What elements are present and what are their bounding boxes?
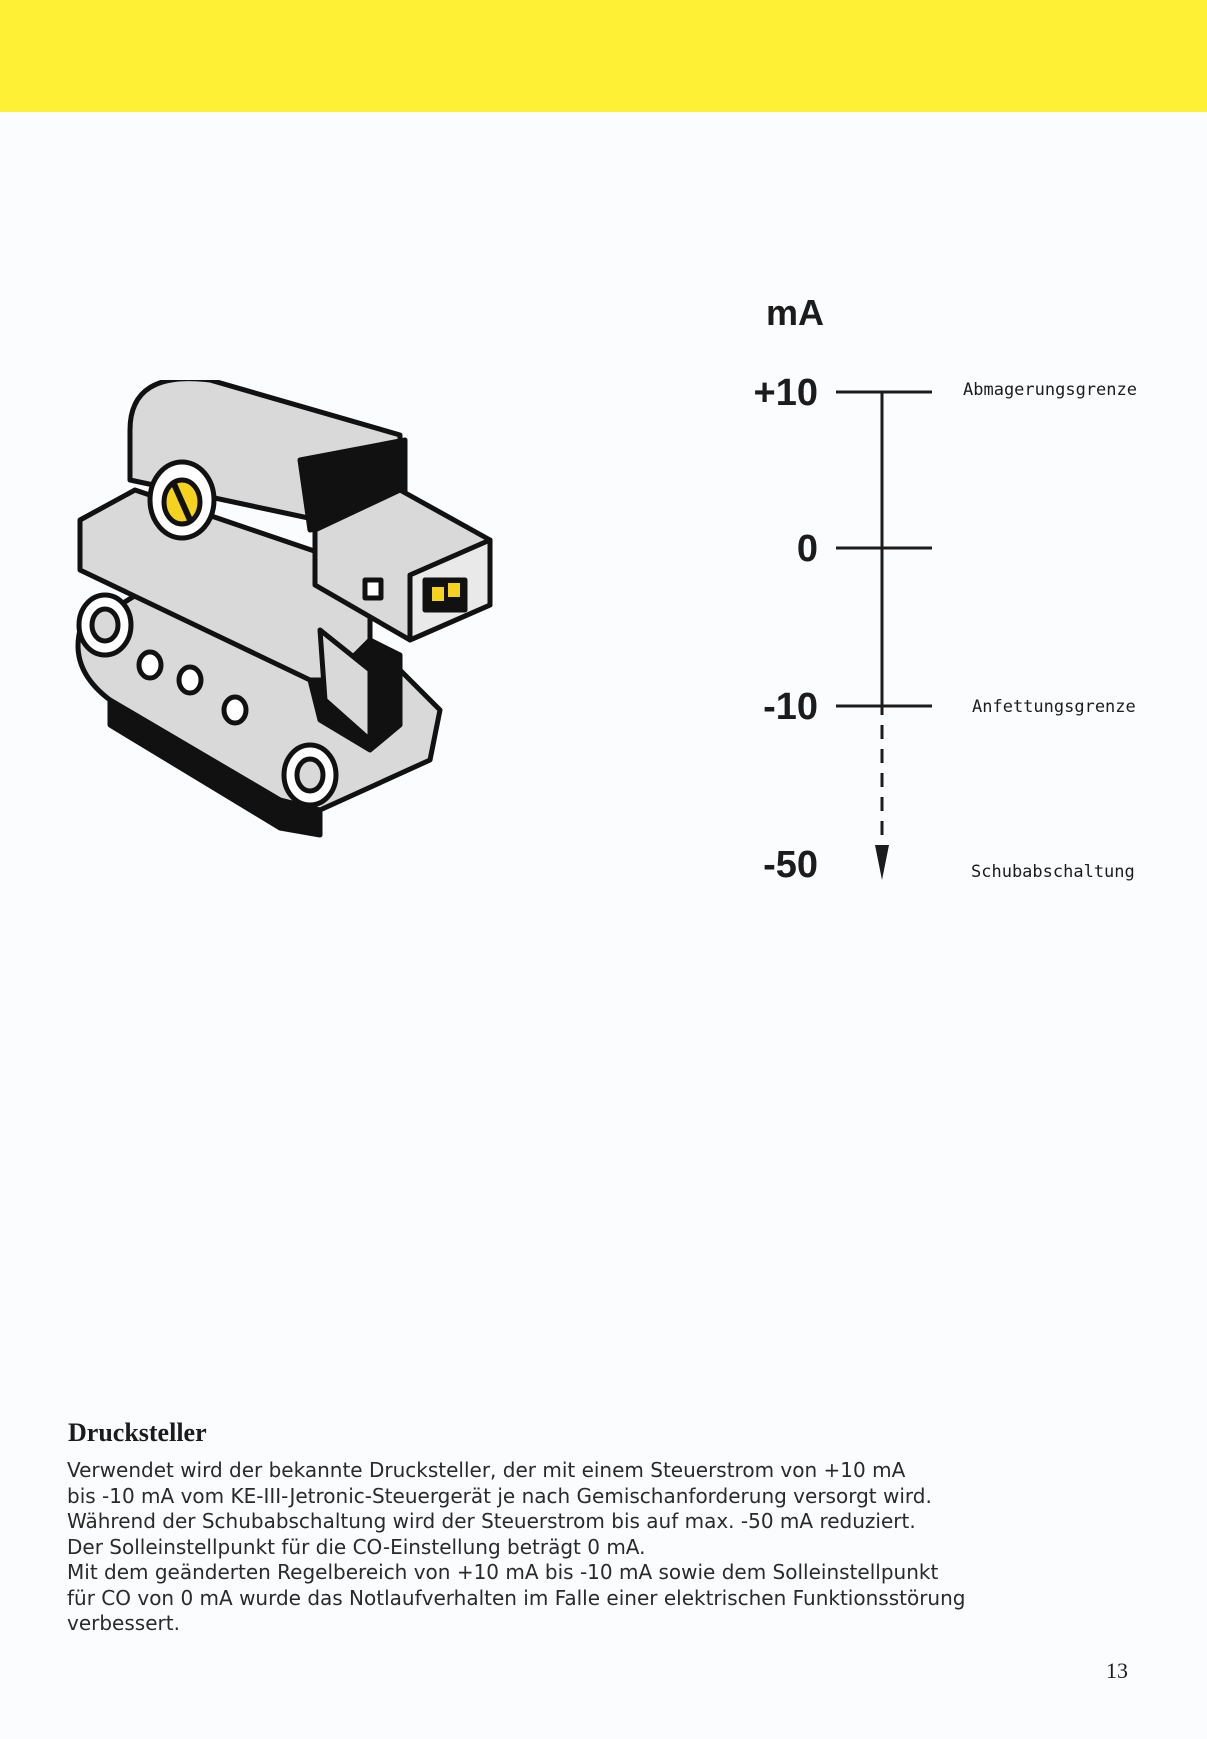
scale-note-overrun-cutoff: Schubabschaltung bbox=[971, 862, 1135, 882]
current-scale-diagram bbox=[836, 390, 932, 880]
body-line: Der Solleinstellpunkt für die CO-Einstel… bbox=[67, 1534, 646, 1559]
scale-tick-label: 0 bbox=[796, 528, 818, 570]
body-line: Während der Schubabschaltung wird der St… bbox=[67, 1509, 916, 1533]
scale-note-rich-limit: Anfettungsgrenze bbox=[972, 697, 1136, 717]
scale-note-lean-limit: Abmagerungsgrenze bbox=[963, 380, 1137, 400]
scale-tick-label: -50 bbox=[763, 844, 818, 886]
scale-arrow-head bbox=[875, 845, 889, 880]
section-title: Drucksteller bbox=[68, 1418, 207, 1447]
scale-unit-label: mA bbox=[766, 292, 825, 333]
body-line: bis -10 mA vom KE-III-Jetronic-Steuerger… bbox=[67, 1483, 932, 1508]
body-line: verbessert. bbox=[67, 1611, 180, 1635]
pressure-actuator-illustration bbox=[75, 380, 493, 838]
section-body: Verwendet wird der bekannte Drucksteller… bbox=[67, 1458, 1147, 1637]
body-line: für CO von 0 mA wurde das Notlaufverhalt… bbox=[67, 1585, 966, 1610]
header-color-band bbox=[0, 0, 1207, 112]
body-line: Verwendet wird der bekannte Drucksteller… bbox=[67, 1458, 906, 1482]
scale-tick-label: +10 bbox=[753, 372, 818, 414]
page-number: 13 bbox=[1106, 1658, 1128, 1683]
body-line: Mit dem geänderten Regelbereich von +10 … bbox=[67, 1560, 939, 1584]
scale-tick-label: -10 bbox=[763, 686, 818, 728]
